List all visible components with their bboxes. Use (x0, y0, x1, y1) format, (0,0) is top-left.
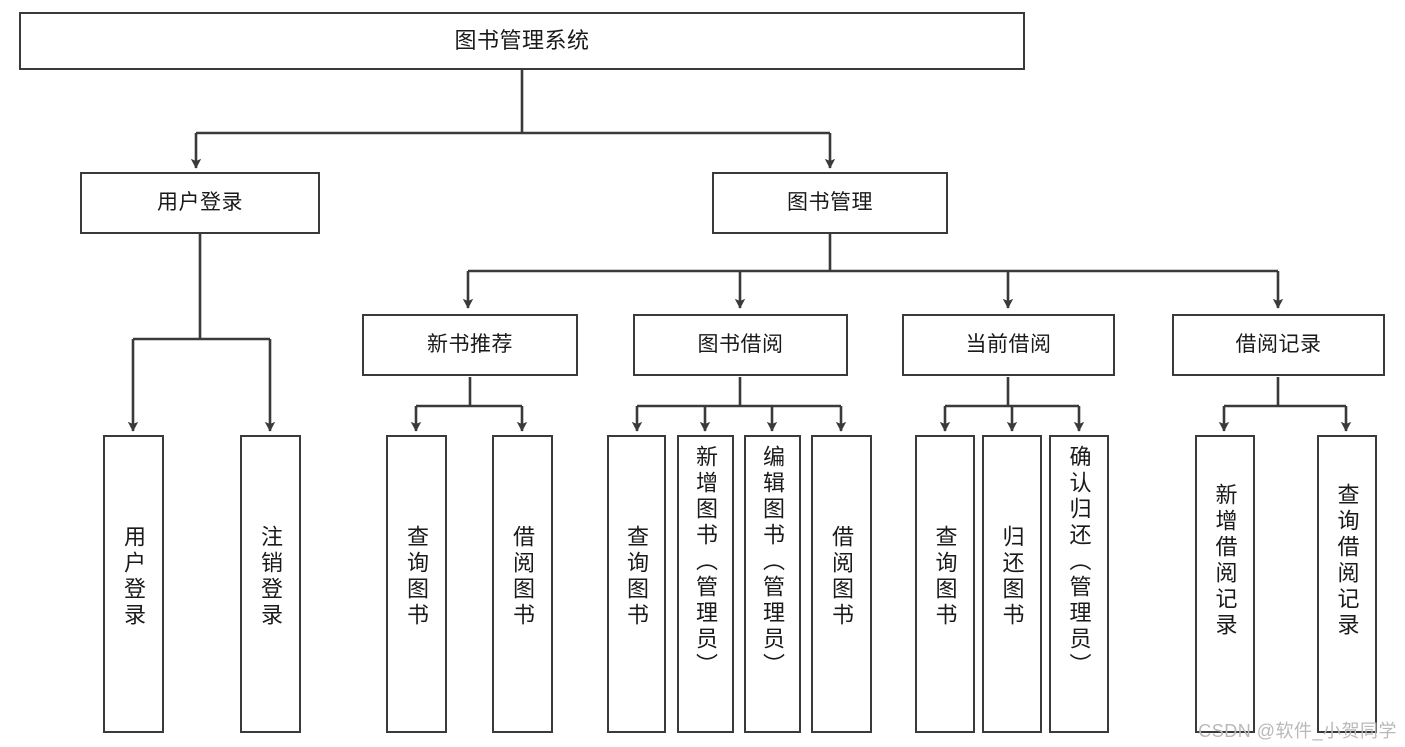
leaf-borrow-book[interactable]: 借阅图书 (811, 435, 872, 733)
leaf-logout[interactable]: 注销登录 (240, 435, 301, 733)
node-label: 新增图书（管理员） (693, 445, 719, 679)
node-label: 查询图书 (624, 525, 650, 629)
leaf-add-book-admin[interactable]: 新增图书（管理员） (677, 435, 734, 733)
node-label: 借阅记录 (1235, 333, 1322, 357)
node-borrow-record[interactable]: 借阅记录 (1172, 314, 1385, 376)
leaf-user-login[interactable]: 用户登录 (103, 435, 164, 733)
node-label: 查询借阅记录 (1334, 483, 1360, 639)
node-new-book-recommend[interactable]: 新书推荐 (362, 314, 578, 376)
node-root-book-management-system[interactable]: 图书管理系统 (19, 12, 1025, 70)
node-label: 借阅图书 (510, 525, 536, 629)
node-label: 图书管理系统 (454, 27, 590, 53)
leaf-query-borrow-record[interactable]: 查询借阅记录 (1317, 435, 1377, 733)
node-label: 用户登录 (157, 191, 243, 215)
node-label: 用户登录 (121, 525, 147, 629)
node-label: 确认归还（管理员） (1066, 445, 1092, 679)
node-label: 新增借阅记录 (1212, 483, 1238, 639)
leaf-return-book[interactable]: 归还图书 (982, 435, 1042, 733)
leaf-add-borrow-record[interactable]: 新增借阅记录 (1195, 435, 1255, 733)
node-book-borrow[interactable]: 图书借阅 (633, 314, 848, 376)
node-label: 新书推荐 (427, 333, 513, 357)
node-label: 注销登录 (258, 525, 284, 629)
node-label: 归还图书 (999, 525, 1025, 629)
leaf-borrow-book-recommend[interactable]: 借阅图书 (492, 435, 553, 733)
node-user-login[interactable]: 用户登录 (80, 172, 320, 234)
node-label: 图书管理 (787, 191, 873, 215)
leaf-confirm-return-admin[interactable]: 确认归还（管理员） (1049, 435, 1109, 733)
node-label: 编辑图书（管理员） (760, 445, 786, 679)
node-label: 查询图书 (404, 525, 430, 629)
leaf-query-book-current[interactable]: 查询图书 (915, 435, 975, 733)
node-label: 借阅图书 (829, 525, 855, 629)
leaf-query-book-borrow[interactable]: 查询图书 (607, 435, 666, 733)
node-label: 查询图书 (932, 525, 958, 629)
node-current-borrow[interactable]: 当前借阅 (902, 314, 1115, 376)
node-label: 图书借阅 (697, 333, 784, 357)
leaf-query-book-recommend[interactable]: 查询图书 (386, 435, 447, 733)
node-book-management[interactable]: 图书管理 (712, 172, 948, 234)
node-label: 当前借阅 (965, 333, 1052, 357)
leaf-edit-book-admin[interactable]: 编辑图书（管理员） (744, 435, 801, 733)
